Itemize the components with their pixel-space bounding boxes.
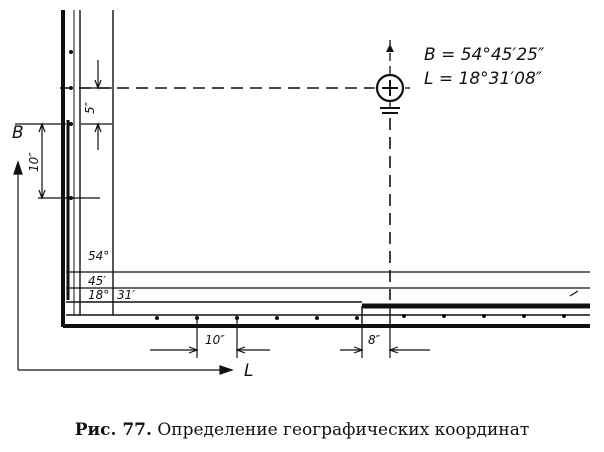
axis-l-label: L — [244, 361, 253, 381]
map-frame — [61, 10, 590, 328]
point-longitude-label: L = 18°31′08″ — [424, 69, 543, 89]
frame-dots — [69, 50, 566, 320]
corner-lat-min-label: 45′ — [88, 274, 106, 288]
corner-lon-deg-label: 18° — [88, 288, 109, 302]
scale-10-horizontal-label: 10″ — [205, 333, 225, 347]
projection-lines — [60, 87, 391, 300]
corner-lon-min-label: 31′ — [117, 288, 135, 302]
scale-5-label: 5″ — [83, 101, 97, 114]
corner-lat-deg-label: 54° — [88, 249, 109, 263]
point-symbol — [370, 40, 410, 114]
scale-8-label: 8″ — [368, 333, 381, 347]
horizontal-scale — [18, 315, 430, 375]
caption-text: Определение географических координат — [157, 420, 530, 440]
point-latitude-label: B = 54°45′25″ — [424, 45, 545, 65]
right-tick — [569, 290, 579, 297]
vertical-scale — [13, 60, 112, 370]
figure-caption: Рис. 77. Определение географических коор… — [0, 420, 604, 440]
axis-b-label: B — [12, 123, 24, 143]
scale-10-vertical-label: 10″ — [27, 152, 41, 172]
caption-number: Рис. 77. — [74, 420, 152, 440]
